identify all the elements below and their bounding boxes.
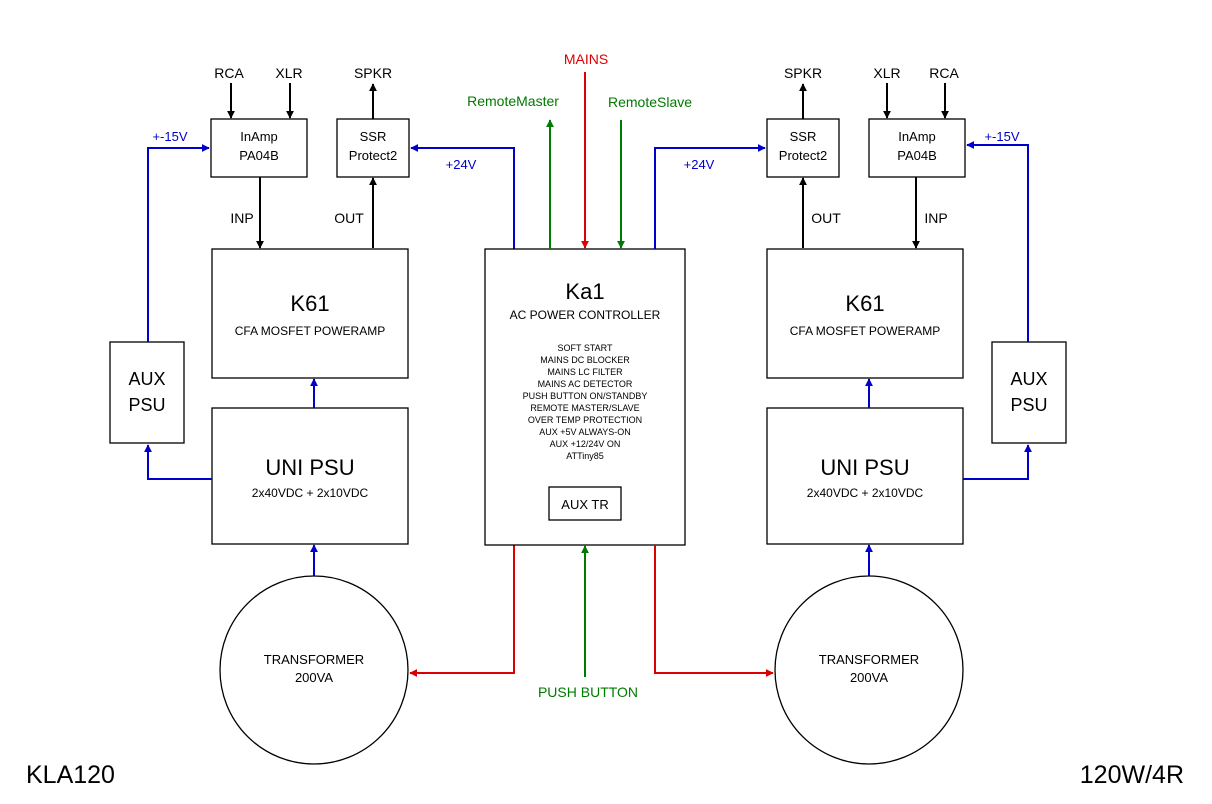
left-transformer-line1: TRANSFORMER	[264, 652, 364, 667]
right-aux-voltage-label: +-15V	[984, 129, 1019, 144]
right-aux-psu-line2: PSU	[1010, 395, 1047, 415]
right-ssr-line1: SSR	[790, 129, 817, 144]
right-ssr-supply-line	[654, 144, 766, 249]
rating-label: 120W/4R	[1080, 761, 1184, 789]
right-out-label: OUT	[811, 210, 841, 226]
controller-feature: AUX +5V ALWAYS-ON	[539, 427, 631, 437]
center-controller: Ka1 AC POWER CONTROLLER SOFT START MAINS…	[467, 51, 692, 700]
right-inamp-line2: PA04B	[897, 148, 937, 163]
controller-title: Ka1	[565, 279, 604, 304]
aux-tr-box	[548, 486, 622, 521]
left-amp-subtitle: CFA MOSFET POWERAMP	[235, 324, 385, 338]
mains-label: MAINS	[564, 51, 608, 67]
left-ssr-supply-line	[410, 144, 515, 249]
left-ssr-line2: Protect2	[349, 148, 397, 163]
right-aux-psu-box	[991, 341, 1067, 444]
controller-feature: ATTiny85	[566, 451, 604, 461]
right-transformer-line2: 200VA	[850, 670, 888, 685]
left-aux-psu-box	[109, 341, 185, 444]
right-xlr-label: XLR	[873, 65, 900, 81]
left-aux-psu-line1: AUX	[128, 369, 165, 389]
left-amp-title: K61	[290, 291, 329, 316]
controller-subtitle: AC POWER CONTROLLER	[510, 308, 661, 322]
left-mains-feed-line	[409, 545, 515, 677]
right-ssr-line2: Protect2	[779, 148, 827, 163]
right-ssr-voltage-label: +24V	[684, 157, 715, 172]
left-rca-label: RCA	[214, 65, 244, 81]
right-inp-label: INP	[924, 210, 947, 226]
right-psu-subtitle: 2x40VDC + 2x10VDC	[807, 486, 924, 500]
controller-feature: REMOTE MASTER/SLAVE	[530, 403, 639, 413]
left-inamp-box	[210, 118, 308, 178]
left-transformer-line2: 200VA	[295, 670, 333, 685]
right-channel: SPKR SSR Protect2 XLR RCA InAmp PA04B OU…	[654, 65, 1067, 765]
right-inamp-box	[868, 118, 966, 178]
right-aux-psu-line1: AUX	[1010, 369, 1047, 389]
left-psu-box	[211, 407, 409, 545]
left-inamp-line2: PA04B	[239, 148, 279, 163]
push-button-label: PUSH BUTTON	[538, 684, 638, 700]
left-aux-inamp-line	[147, 144, 210, 342]
right-mains-feed-line	[654, 545, 774, 677]
left-inamp-line1: InAmp	[240, 129, 278, 144]
right-amp-subtitle: CFA MOSFET POWERAMP	[790, 324, 940, 338]
controller-feature: MAINS AC DETECTOR	[538, 379, 633, 389]
controller-feature: MAINS DC BLOCKER	[540, 355, 630, 365]
left-out-label: OUT	[334, 210, 364, 226]
left-xlr-label: XLR	[275, 65, 302, 81]
right-psu-aux-line	[963, 444, 1032, 480]
remote-master-label: RemoteMaster	[467, 93, 559, 109]
controller-feature: AUX +12/24V ON	[550, 439, 621, 449]
right-spkr-label: SPKR	[784, 65, 822, 81]
left-channel: RCA XLR InAmp PA04B SPKR SSR Protect2 IN…	[109, 65, 515, 765]
right-aux-inamp-line	[966, 141, 1029, 342]
left-amp-box	[211, 248, 409, 379]
left-transformer-circle	[219, 575, 409, 765]
right-inamp-line1: InAmp	[898, 129, 936, 144]
right-amp-box	[766, 248, 964, 379]
left-ssr-line1: SSR	[360, 129, 387, 144]
controller-feature: SOFT START	[557, 343, 613, 353]
model-label: KLA120	[26, 761, 115, 789]
right-amp-title: K61	[845, 291, 884, 316]
controller-feature: PUSH BUTTON ON/STANDBY	[523, 391, 648, 401]
aux-tr-label: AUX TR	[561, 497, 608, 512]
right-transformer-circle	[774, 575, 964, 765]
left-psu-aux-line	[144, 444, 212, 480]
controller-feature: OVER TEMP PROTECTION	[528, 415, 642, 425]
right-psu-title: UNI PSU	[820, 455, 909, 480]
right-psu-box	[766, 407, 964, 545]
left-ssr-voltage-label: +24V	[446, 157, 477, 172]
remote-slave-label: RemoteSlave	[608, 94, 692, 110]
left-psu-title: UNI PSU	[265, 455, 354, 480]
left-aux-voltage-label: +-15V	[152, 129, 187, 144]
left-ssr-box	[336, 118, 410, 178]
left-aux-psu-line2: PSU	[128, 395, 165, 415]
left-psu-subtitle: 2x40VDC + 2x10VDC	[252, 486, 369, 500]
right-rca-label: RCA	[929, 65, 959, 81]
right-transformer-line1: TRANSFORMER	[819, 652, 919, 667]
controller-feature: MAINS LC FILTER	[547, 367, 623, 377]
left-spkr-label: SPKR	[354, 65, 392, 81]
right-ssr-box	[766, 118, 840, 178]
left-inp-label: INP	[230, 210, 253, 226]
